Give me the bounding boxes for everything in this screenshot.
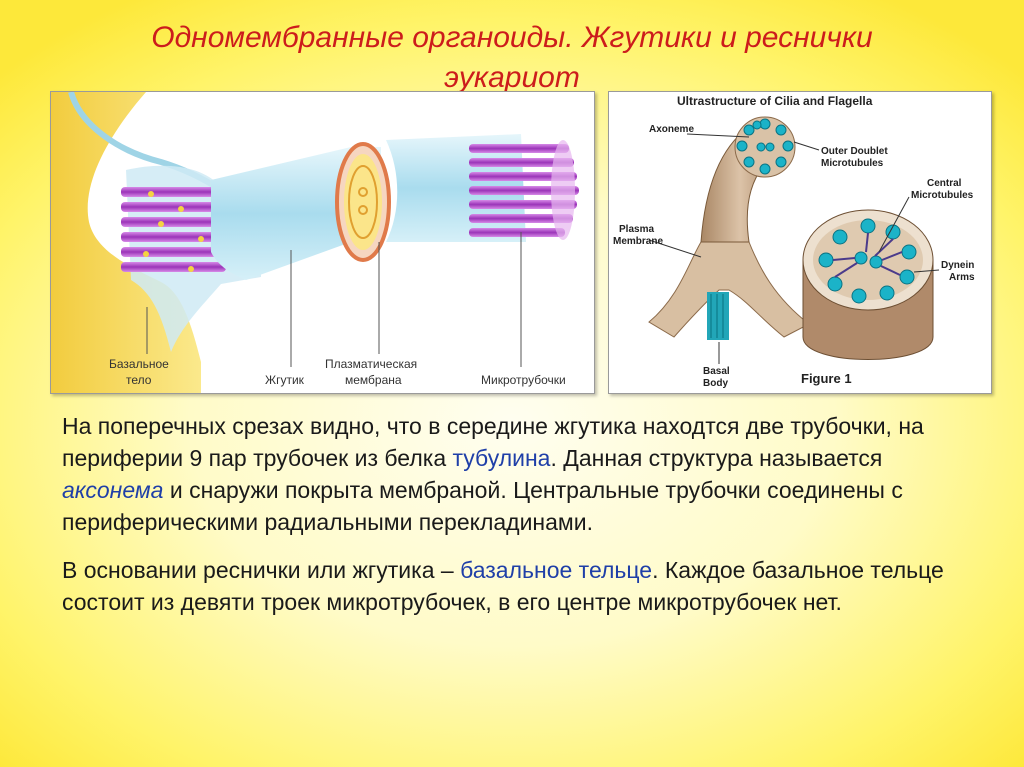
slide-title: Одномембранные органоиды. Жгутики и ресн… <box>0 18 1024 98</box>
label-central: Central <box>927 178 962 189</box>
label-microtubules: Микротрубочки <box>481 373 566 387</box>
axoneme-top-section <box>734 116 796 178</box>
label-basal-body: Базальное <box>109 357 169 371</box>
p2-text-2: . Каждое базальное тельце состоит из дев… <box>62 557 944 615</box>
label-dynein-2: Arms <box>949 272 975 283</box>
term-tubulin: тубулина <box>452 445 551 471</box>
cross-section <box>335 142 391 262</box>
label-basal-2: Body <box>703 378 728 389</box>
label-outer-doublet-2: Microtubules <box>821 158 884 169</box>
label-plasma-2: Membrane <box>613 236 663 247</box>
p1-text-3: и снаружи покрыта мембраной. Центральные… <box>62 477 903 535</box>
paragraph-axoneme: На поперечных срезах видно, что в середи… <box>62 410 982 538</box>
label-axoneme: Axoneme <box>649 124 694 135</box>
cilia-illustration: Ultrastructure of Cilia and Flagella <box>613 94 975 389</box>
slide-title-line2: эукариот <box>444 61 580 94</box>
flagellum-diagram: Базальное тело Жгутик Плазматическая мем… <box>50 91 595 394</box>
label-basal-body-2: тело <box>126 373 152 387</box>
flagellum-illustration: Базальное тело Жгутик Плазматическая мем… <box>51 92 579 393</box>
label-flagellum: Жгутик <box>265 373 305 387</box>
label-central-2: Microtubules <box>911 190 974 201</box>
term-basal-body: базальное тельце <box>460 557 653 583</box>
term-axoneme: аксонема <box>62 477 164 503</box>
p1-text-1: На поперечных срезах видно, что в середи… <box>62 413 924 471</box>
label-basal: Basal <box>703 366 730 377</box>
figure-title: Ultrastructure of Cilia and Flagella <box>677 94 873 108</box>
cilia-ultrastructure-diagram: Ultrastructure of Cilia and Flagella <box>608 91 992 394</box>
p2-text-1: В основании реснички или жгутика – <box>62 557 461 583</box>
basal-body <box>707 292 729 340</box>
microtubule-bundle <box>469 140 579 240</box>
label-membrane: Плазматическая <box>325 357 417 371</box>
label-plasma: Plasma <box>619 224 654 235</box>
figure-caption: Figure 1 <box>801 371 852 386</box>
p1-text-2: . Данная структура называется <box>550 445 883 471</box>
slide-title-line1: Одномембранные органоиды. Жгутики и ресн… <box>151 21 873 54</box>
body-text: На поперечных срезах видно, что в середи… <box>62 410 982 634</box>
axoneme-cross-section <box>802 209 934 360</box>
label-outer-doublet: Outer Doublet <box>821 146 888 157</box>
paragraph-basal-body: В основании реснички или жгутика – базал… <box>62 554 982 618</box>
label-membrane-2: мембрана <box>345 373 402 387</box>
label-dynein: Dynein <box>941 260 974 271</box>
